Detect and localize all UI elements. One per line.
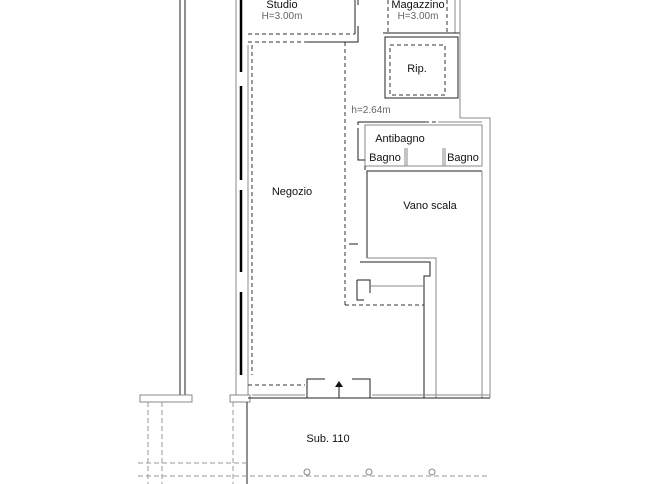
room-label-bagno-right: Bagno xyxy=(447,152,479,164)
magazzino-walls xyxy=(383,0,491,398)
outside-label: Sub. 110 xyxy=(306,433,349,445)
room-label-antibagno: Antibagno xyxy=(375,133,425,145)
negozio-height: h=2.64m xyxy=(351,105,390,116)
outside-lines xyxy=(138,462,490,477)
room-label-bagno-left: Bagno xyxy=(369,152,401,164)
left-external-wall xyxy=(139,0,193,484)
room-label-studio: Studio xyxy=(266,0,297,11)
room-label-vano-scala: Vano scala xyxy=(403,200,457,212)
room-label-negozio: Negozio xyxy=(272,186,312,198)
entrance xyxy=(248,378,490,399)
studio-walls xyxy=(248,0,359,305)
stairwell-walls xyxy=(345,170,483,398)
facade-wall xyxy=(229,0,253,484)
bathroom-walls xyxy=(357,121,483,170)
magazzino-height: H=3.00m xyxy=(398,11,439,22)
entrance-arrowhead-icon xyxy=(335,381,343,387)
studio-height: H=3.00m xyxy=(262,11,303,22)
room-label-ripostiglio: Rip. xyxy=(407,63,427,75)
room-label-magazzino: Magazzino xyxy=(391,0,444,11)
